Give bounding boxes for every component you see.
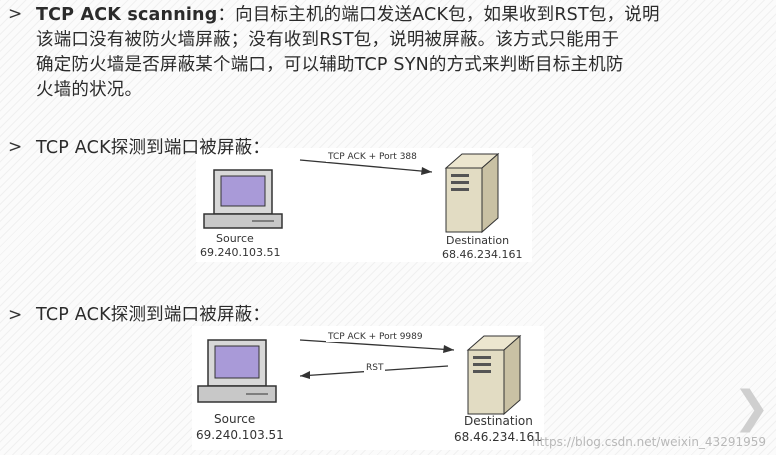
term-tcp-ack-scanning: TCP ACK scanning — [36, 5, 218, 25]
destination-server-icon — [444, 152, 500, 234]
source-label: Source — [214, 412, 256, 426]
diagram-port-filtered-1: TCP ACK + Port 388 Source 69.240.103.51 … — [196, 148, 532, 262]
destination-label: Destination — [446, 234, 510, 247]
source-ip: 69.240.103.51 — [196, 428, 284, 442]
source-computer-icon — [203, 169, 283, 229]
diagram-2-heading: TCP ACK探测到端口被屏蔽： — [36, 305, 271, 325]
tcp-ack-description: TCP ACK scanning：向目标主机的端口发送ACK包，如果收到RST包… — [36, 3, 771, 103]
term-separator: ： — [217, 5, 236, 25]
destination-server-icon — [466, 334, 522, 416]
diagram-2-graphics — [197, 334, 522, 416]
source-ip: 69.240.103.51 — [200, 246, 281, 259]
diagram-port-filtered-2: TCP ACK + Port 9989 RST Source 69.240.10… — [192, 326, 544, 450]
diagram-1-heading: TCP ACK探测到端口被屏蔽： — [36, 138, 271, 158]
ack-probe-arrow — [299, 159, 433, 175]
destination-label: Destination — [464, 414, 533, 428]
ack-probe-label: TCP ACK + Port 9989 — [326, 332, 425, 342]
bullet-marker-3: > — [8, 305, 23, 325]
description-line-3: 确定防火墙是否屏蔽某个端口，可以辅助TCP SYN的方式来判断目标主机防 — [36, 55, 624, 75]
source-computer-icon — [197, 339, 277, 403]
next-slide-icon[interactable]: ❯ — [733, 382, 770, 433]
watermark: https://blog.csdn.net/weixin_43291959 — [531, 435, 766, 449]
ack-probe-label: TCP ACK + Port 388 — [326, 152, 419, 162]
bullet-marker-2: > — [8, 137, 23, 157]
diagram-1-graphics — [203, 152, 500, 234]
description-line-1-text: 向目标主机的端口发送ACK包，如果收到RST包，说明 — [235, 5, 660, 25]
description-line-4: 火墙的状况。 — [36, 80, 143, 100]
rst-reply-label: RST — [364, 363, 386, 373]
source-label: Source — [216, 232, 254, 245]
ack-probe-arrow — [299, 339, 455, 353]
description-line-2: 该端口没有被防火墙屏蔽；没有收到RST包，说明被屏蔽。该方式只能用于 — [36, 30, 620, 50]
destination-ip: 68.46.234.161 — [442, 248, 523, 261]
destination-ip: 68.46.234.161 — [454, 430, 542, 444]
bullet-marker-1: > — [8, 4, 23, 24]
description-line-1: TCP ACK scanning：向目标主机的端口发送ACK包，如果收到RST包… — [36, 3, 771, 28]
